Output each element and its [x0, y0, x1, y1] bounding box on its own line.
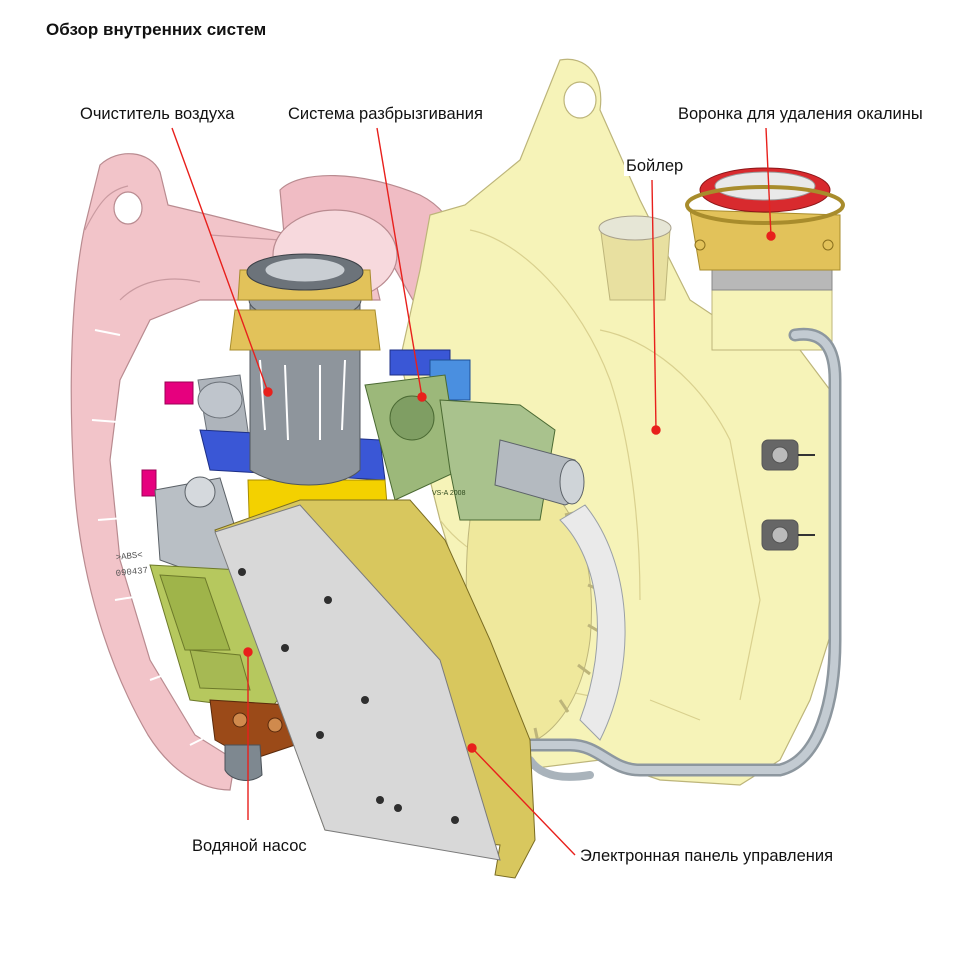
svg-text:090437: 090437: [115, 566, 148, 579]
callout-dot-water-pump: [243, 647, 253, 657]
callout-lines: [171, 127, 776, 856]
right-connectors: [761, 439, 815, 551]
callout-line-descaling-funnel: [765, 127, 772, 237]
callout-dot-descaling-funnel: [766, 231, 776, 241]
label-descaling-funnel: Воронка для удаления окалины: [676, 104, 925, 124]
svg-text:>ABS<: >ABS<: [115, 550, 143, 563]
water-pump-body: [154, 476, 246, 581]
label-control-panel: Электронная панель управления: [578, 846, 836, 866]
spray-module: VS-A 2008: [364, 374, 585, 521]
control-panel: [214, 499, 536, 879]
callout-line-spray-system: [376, 127, 423, 398]
air-purifier-unit: [229, 253, 381, 486]
callout-dot-air-purifier: [263, 387, 273, 397]
page-title: Обзор внутренних систем: [46, 20, 267, 39]
diagram: >ABS< 090437: [46, 40, 980, 885]
label-boiler: Бойлер: [624, 156, 686, 176]
upper-cylinder: [598, 215, 672, 301]
descaling-funnel: [685, 167, 845, 351]
callout-line-boiler: [651, 179, 657, 431]
callout-line-air-purifier: [171, 127, 269, 393]
callout-dot-boiler: [651, 425, 661, 435]
callout-line-control-panel: [471, 747, 576, 856]
callout-dot-control-panel: [467, 743, 477, 753]
callout-dot-spray-system: [417, 392, 427, 402]
machine-illustration: >ABS< 090437: [70, 58, 845, 879]
pump-mount: [209, 699, 296, 781]
pink-connector: [141, 381, 194, 497]
pink-housing: >ABS< 090437: [70, 153, 381, 791]
label-spray-system: Система разбрызгивания: [286, 104, 485, 124]
svg-text:VS-A 2008: VS-A 2008: [432, 490, 466, 497]
pipes: [493, 327, 842, 781]
label-air-purifier: Очиститель воздуха: [78, 104, 237, 124]
label-water-pump: Водяной насос: [190, 836, 309, 856]
